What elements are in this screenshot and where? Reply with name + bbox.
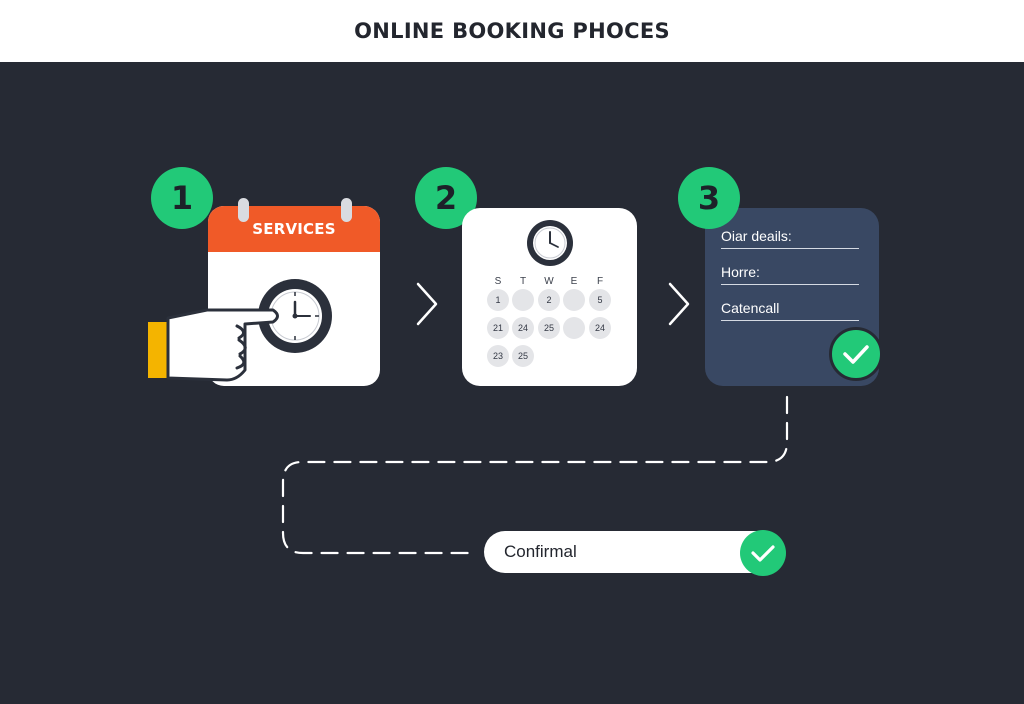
details-field-label: Oiar deails: xyxy=(721,228,792,244)
services-clock-icon xyxy=(258,279,332,353)
calendar-day-label: 1 xyxy=(495,295,501,305)
weekday-label: E xyxy=(570,276,578,287)
calendar-day[interactable]: 25 xyxy=(512,345,534,367)
home-field-label: Horre: xyxy=(721,264,760,280)
home-field[interactable]: Horre: xyxy=(721,264,859,285)
calendar-day[interactable]: 1 xyxy=(487,289,509,311)
calendar-day-label: 24 xyxy=(517,323,528,333)
calendar-ring-right xyxy=(341,198,352,222)
calendar-ring-left xyxy=(238,198,249,222)
confirm-button[interactable]: Confirmal xyxy=(484,531,784,573)
check-icon xyxy=(843,345,869,364)
calendar-day[interactable]: 24 xyxy=(512,317,534,339)
weekday-label: F xyxy=(596,276,604,287)
calendar-day-label: 23 xyxy=(492,351,503,361)
chevron-right-icon xyxy=(668,282,690,326)
calendar-day-label: 25 xyxy=(517,351,528,361)
form-submit-check-button[interactable] xyxy=(829,327,883,381)
calendar-day[interactable]: 21 xyxy=(487,317,509,339)
check-icon xyxy=(751,545,775,562)
weekday-label: T xyxy=(519,276,527,287)
calendar-day-label: 2 xyxy=(546,295,552,305)
calendar-day[interactable]: 23 xyxy=(487,345,509,367)
calendar-day[interactable]: 25 xyxy=(538,317,560,339)
cancel-field-label: Catencall xyxy=(721,300,780,316)
calendar-day[interactable]: 24 xyxy=(589,317,611,339)
step-3-badge: 3 xyxy=(678,167,740,229)
calendar-day[interactable]: 5 xyxy=(589,289,611,311)
clock-icon xyxy=(527,220,573,266)
confirm-check-badge[interactable] xyxy=(740,530,786,576)
step-1-badge: 1 xyxy=(151,167,213,229)
confirm-label: Confirmal xyxy=(504,542,577,561)
weekday-label: W xyxy=(544,276,554,287)
pointing-hand-icon xyxy=(148,308,279,382)
calendar-day-label: 21 xyxy=(492,323,503,333)
header-bar: ONLINE BOOKING PHOCES xyxy=(0,0,1024,62)
chevron-right-icon xyxy=(416,282,438,326)
step-3-number: 3 xyxy=(697,179,721,217)
calendar-day[interactable] xyxy=(563,289,585,311)
services-card-header: SERVICES xyxy=(208,206,380,252)
calendar-day-label: 25 xyxy=(543,323,554,333)
page-title: ONLINE BOOKING PHOCES xyxy=(354,19,670,43)
weekday-label: S xyxy=(494,276,502,287)
dashed-connector-line xyxy=(281,395,789,555)
services-card-title: SERVICES xyxy=(252,220,336,238)
cancel-field[interactable]: Catencall xyxy=(721,300,859,321)
step-2-number: 2 xyxy=(434,179,458,217)
calendar-day[interactable] xyxy=(563,317,585,339)
calendar-day-label: 24 xyxy=(594,323,605,333)
calendar-day[interactable]: 2 xyxy=(538,289,560,311)
date-picker-card[interactable]: S T W E F 1 2 5 21 24 25 24 23 25 xyxy=(462,208,637,386)
details-field[interactable]: Oiar deails: xyxy=(721,228,859,249)
step-1-number: 1 xyxy=(170,179,194,217)
calendar-day-label: 5 xyxy=(597,295,603,305)
calendar-day[interactable] xyxy=(512,289,534,311)
